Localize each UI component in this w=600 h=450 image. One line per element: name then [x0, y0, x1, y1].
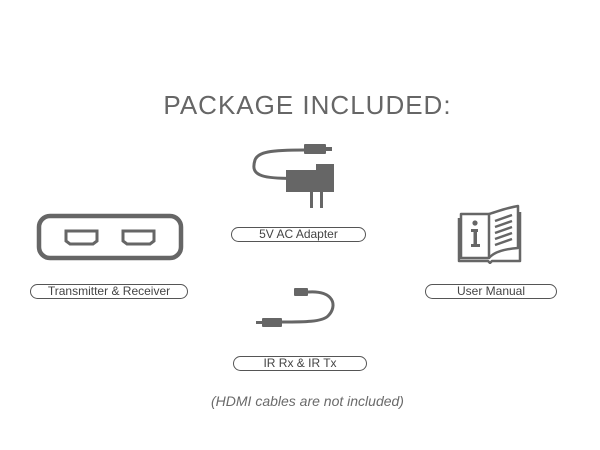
- page-title: PACKAGE INCLUDED:: [163, 90, 452, 120]
- label-5v-ac-adapter: 5V AC Adapter: [231, 227, 366, 242]
- label-ir-rx-tx: IR Rx & IR Tx: [233, 356, 367, 371]
- hdmi-cables-note: (HDMI cables are not included): [211, 393, 404, 409]
- label-transmitter-receiver: Transmitter & Receiver: [30, 284, 188, 299]
- hdmi-box-icon: [36, 213, 184, 261]
- label-user-manual: User Manual: [425, 284, 557, 299]
- manual-book-icon: [457, 204, 522, 264]
- ir-cable-icon: [256, 288, 335, 327]
- power-adapter-icon: [252, 144, 334, 208]
